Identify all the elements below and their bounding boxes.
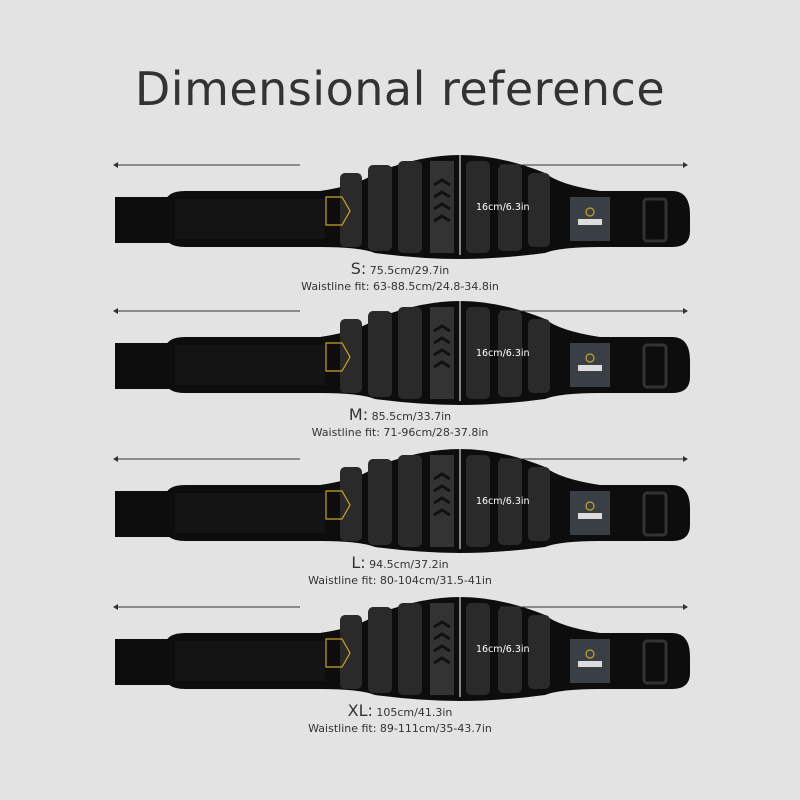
waistline-fit: Waistline fit: 63-88.5cm/24.8-34.8in (301, 280, 499, 293)
brand-logo-patch (325, 638, 351, 668)
belt-size-block: 16cm/6.3in M: 85.5cm/33.7in Waistline fi… (0, 301, 800, 449)
belt-center-panel (430, 307, 454, 399)
belt-panel (340, 467, 362, 541)
page-title: Dimensional reference (134, 62, 666, 116)
brand-logo-patch (325, 490, 351, 520)
chevron-pattern-icon (433, 472, 451, 517)
belt-length: 85.5cm/33.7in (371, 410, 452, 423)
belt-illustration (115, 597, 690, 701)
buckle-loop (642, 343, 668, 389)
belt-illustration (115, 449, 690, 553)
belt-panel (398, 455, 422, 547)
belt-length: 105cm/41.3in (376, 706, 453, 719)
belt-panel (340, 173, 362, 247)
belt-panel (398, 307, 422, 399)
buckle-loop (642, 197, 668, 243)
belt-center-panel (430, 455, 454, 547)
belt-height-label: 16cm/6.3in (476, 202, 530, 213)
belt-length: 75.5cm/29.7in (369, 264, 450, 277)
length-dimension-arrow (113, 162, 688, 168)
belt-panel (340, 319, 362, 393)
belt-panel (368, 459, 392, 545)
belt-panel (398, 161, 422, 253)
waistline-fit: Waistline fit: 89-111cm/35-43.7in (308, 722, 492, 735)
brand-logo-patch (325, 196, 351, 226)
belt-size-block: 16cm/6.3in L: 94.5cm/37.2in Waistline fi… (0, 449, 800, 597)
size-label: S: (350, 259, 367, 278)
belt-center-panel (430, 161, 454, 253)
belt-panel (368, 165, 392, 251)
chevron-pattern-icon (433, 324, 451, 369)
belt-panel (398, 603, 422, 695)
chevron-pattern-icon (433, 178, 451, 223)
size-label: M: (348, 405, 369, 424)
belt-panel (340, 615, 362, 689)
belt-panel (368, 607, 392, 693)
belt-illustration (115, 155, 690, 259)
buckle-loop (642, 491, 668, 537)
length-dimension-arrow (113, 308, 688, 314)
size-label: XL: (347, 701, 373, 720)
length-dimension-arrow (113, 604, 688, 610)
buckle-loop (642, 639, 668, 685)
belt-size-block: 16cm/6.3in S: 75.5cm/29.7in Waistline fi… (0, 155, 800, 303)
size-label: L: (351, 553, 366, 572)
chevron-pattern-icon (433, 620, 451, 665)
length-dimension-arrow (113, 456, 688, 462)
waistline-fit: Waistline fit: 80-104cm/31.5-41in (308, 574, 492, 587)
belt-height-label: 16cm/6.3in (476, 348, 530, 359)
brand-logo-patch (325, 342, 351, 372)
belt-size-block: 16cm/6.3in XL: 105cm/41.3in Waistline fi… (0, 597, 800, 745)
belt-center-panel (430, 603, 454, 695)
belt-illustration (115, 301, 690, 405)
belt-panel (368, 311, 392, 397)
belt-height-label: 16cm/6.3in (476, 644, 530, 655)
waistline-fit: Waistline fit: 71-96cm/28-37.8in (311, 426, 489, 439)
belt-length: 94.5cm/37.2in (369, 558, 449, 571)
belt-height-label: 16cm/6.3in (476, 496, 530, 507)
